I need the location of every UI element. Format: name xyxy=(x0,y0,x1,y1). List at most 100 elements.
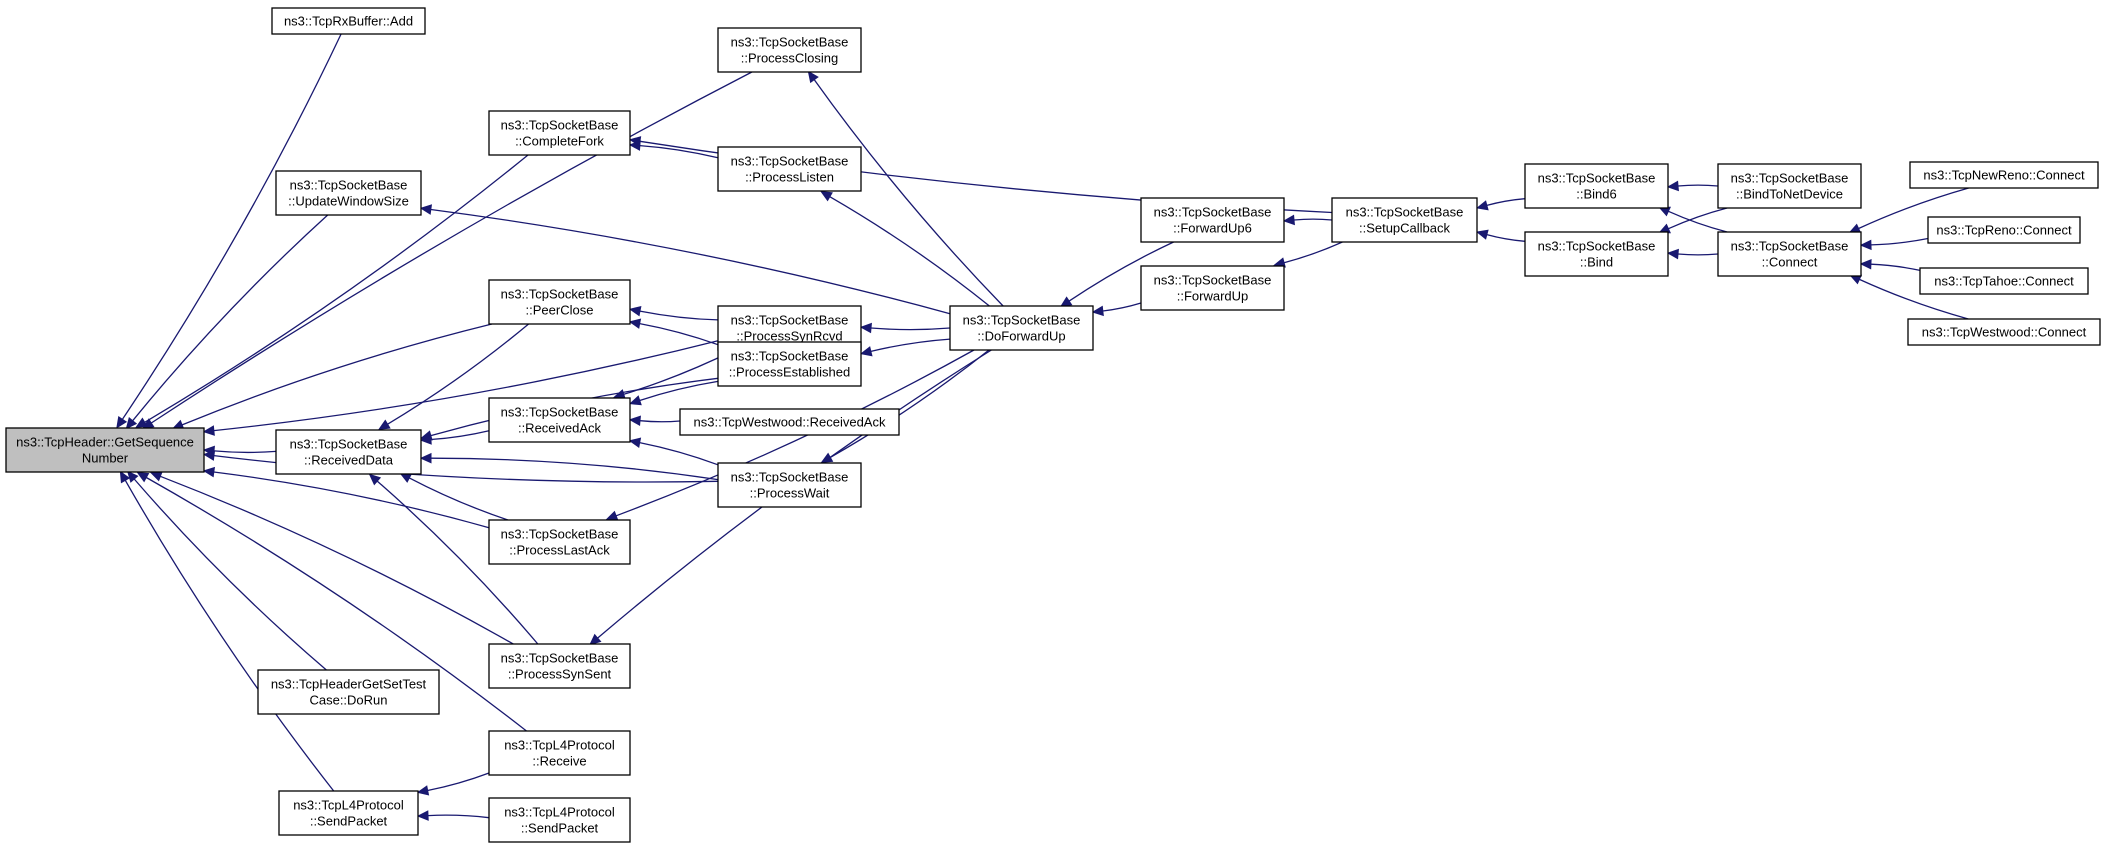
edge-n19-to-n14 xyxy=(829,196,990,307)
graph-node[interactable]: ns3::TcpReno::Connect xyxy=(1927,216,2081,244)
node-label: ns3::TcpSocketBase xyxy=(731,470,849,485)
graph-node[interactable]: ns3::TcpWestwood::Connect xyxy=(1907,318,2101,346)
graph-node[interactable]: ns3::TcpTahoe::Connect xyxy=(1919,267,2089,295)
edge-n23-to-n22 xyxy=(1486,198,1526,207)
graph-node[interactable]: ns3::TcpSocketBase::BindToNetDevice xyxy=(1717,163,1862,209)
arrowhead-icon xyxy=(628,437,642,448)
node-box xyxy=(5,427,205,473)
arrowhead-icon xyxy=(807,70,819,84)
arrowhead-icon xyxy=(136,472,150,483)
node-box xyxy=(275,429,422,475)
node-box xyxy=(717,146,862,192)
node-label: ns3::TcpL4Protocol xyxy=(504,738,615,753)
graph-node[interactable]: ns3::TcpSocketBase::ProcessSynSent xyxy=(488,643,631,689)
arrowhead-icon xyxy=(1476,229,1489,240)
edge-n30-to-n26 xyxy=(1859,278,1969,320)
node-label: ns3::TcpL4Protocol xyxy=(293,798,404,813)
graph-node[interactable]: ns3::TcpSocketBase::SetupCallback xyxy=(1331,197,1478,243)
node-label: ns3::TcpSocketBase xyxy=(501,287,619,302)
graph-node[interactable]: ns3::TcpL4Protocol::Receive xyxy=(488,730,631,776)
node-label: ::ProcessWait xyxy=(750,486,830,501)
node-label: ::Receive xyxy=(532,754,586,769)
node-box xyxy=(1140,265,1285,311)
node-box xyxy=(717,341,862,387)
arrowhead-icon xyxy=(1059,296,1073,308)
edge-n20-to-n19 xyxy=(1068,241,1174,302)
graph-node[interactable]: ns3::TcpSocketBase::ForwardUp xyxy=(1140,265,1285,311)
graph-node[interactable]: ns3::TcpSocketBase::UpdateWindowSize xyxy=(275,170,422,216)
node-box xyxy=(257,669,440,715)
arrowhead-icon xyxy=(1476,200,1489,211)
edge-n5-to-n0 xyxy=(213,450,277,454)
arrowhead-icon xyxy=(202,450,216,461)
node-label: ns3::TcpSocketBase xyxy=(1731,239,1849,254)
graph-node[interactable]: ns3::TcpSocketBase::ProcessListen xyxy=(717,146,862,192)
node-label: ns3::TcpTahoe::Connect xyxy=(1934,274,2074,289)
graph-node[interactable]: ns3::TcpSocketBase::ProcessWait xyxy=(717,462,862,508)
node-box xyxy=(488,279,631,325)
node-label: ns3::TcpSocketBase xyxy=(501,118,619,133)
graph-node[interactable]: ns3::TcpSocketBase::ReceivedData xyxy=(275,429,422,475)
arrowhead-icon xyxy=(125,417,138,430)
arrowhead-icon xyxy=(416,785,430,796)
node-label: ::SendPacket xyxy=(521,821,599,836)
edge-n26-to-n24 xyxy=(1677,253,1719,256)
arrowhead-icon xyxy=(1282,214,1295,226)
node-box xyxy=(488,397,631,443)
edge-n4-to-n5 xyxy=(387,323,530,425)
arrowhead-icon xyxy=(628,318,642,329)
edge-n7-to-n5 xyxy=(408,477,509,521)
edge-n13-to-n0 xyxy=(150,71,753,424)
edge-n1-to-n0 xyxy=(121,33,342,420)
graph-node[interactable]: ns3::TcpSocketBase::DoForwardUp xyxy=(949,305,1094,351)
edge-n15-to-n4 xyxy=(639,310,719,321)
node-box xyxy=(488,797,631,843)
graph-node[interactable]: ns3::TcpRxBuffer::Add xyxy=(271,7,426,35)
graph-node[interactable]: ns3::TcpSocketBase::Bind6 xyxy=(1524,163,1669,209)
edge-n21-to-n19 xyxy=(1102,302,1142,312)
graph-node[interactable]: ns3::TcpSocketBase::ReceivedAck xyxy=(488,397,631,443)
graph-node[interactable]: ns3::TcpSocketBase::ProcessClosing xyxy=(717,27,862,73)
graph-node[interactable]: ns3::TcpL4Protocol::SendPacket xyxy=(488,797,631,843)
edge-n17-to-n6 xyxy=(639,420,681,423)
node-label: ns3::TcpReno::Connect xyxy=(1936,223,2072,238)
arrowhead-icon xyxy=(149,471,163,482)
arrowhead-icon xyxy=(119,470,131,484)
node-label: ::ReceivedData xyxy=(304,453,394,468)
graph-node[interactable]: ns3::TcpSocketBase::PeerClose xyxy=(488,279,631,325)
edge-n14-to-n2 xyxy=(639,144,719,159)
edge-n25-to-n24 xyxy=(1668,207,1728,230)
node-label: ns3::TcpWestwood::ReceivedAck xyxy=(694,415,886,430)
node-label: ::Connect xyxy=(1762,255,1818,270)
edge-n11-to-n0 xyxy=(124,479,335,792)
arrowhead-icon xyxy=(628,306,642,317)
edge-n24-to-n22 xyxy=(1486,233,1526,242)
node-label: ::UpdateWindowSize xyxy=(288,194,409,209)
arrowhead-icon xyxy=(613,389,626,400)
graph-node[interactable]: ns3::TcpSocketBase::Connect xyxy=(1717,231,1862,277)
node-label: ns3::TcpSocketBase xyxy=(501,527,619,542)
node-label: ns3::TcpSocketBase xyxy=(501,405,619,420)
graph-node[interactable]: ns3::TcpSocketBase::ForwardUp6 xyxy=(1140,197,1285,243)
edge-n19-to-n16 xyxy=(870,338,951,353)
node-label: ::ProcessClosing xyxy=(741,51,839,66)
graph-node[interactable]: ns3::TcpSocketBase::Bind xyxy=(1524,231,1669,277)
node-label: ns3::TcpSocketBase xyxy=(1346,205,1464,220)
node-box xyxy=(717,462,862,508)
graph-node[interactable]: ns3::TcpSocketBase::CompleteFork xyxy=(488,110,631,156)
graph-node[interactable]: ns3::TcpWestwood::ReceivedAck xyxy=(679,408,900,436)
node-label: ns3::TcpSocketBase xyxy=(731,35,849,50)
edge-n26-to-n23 xyxy=(1668,210,1728,233)
arrowhead-icon xyxy=(126,470,139,483)
node-label: ::SetupCallback xyxy=(1359,221,1451,236)
graph-node[interactable]: ns3::TcpSocketBase::ProcessLastAck xyxy=(488,519,631,565)
graph-node[interactable]: ns3::TcpSocketBase::ProcessEstablished xyxy=(717,341,862,387)
node-box xyxy=(1524,231,1669,277)
graph-node[interactable]: ns3::TcpL4Protocol::SendPacket xyxy=(278,790,419,836)
node-box xyxy=(488,730,631,776)
edge-n9-to-n0 xyxy=(133,478,327,671)
graph-node[interactable]: ns3::TcpNewReno::Connect xyxy=(1909,161,2099,189)
node-label: ::ProcessEstablished xyxy=(729,365,850,380)
